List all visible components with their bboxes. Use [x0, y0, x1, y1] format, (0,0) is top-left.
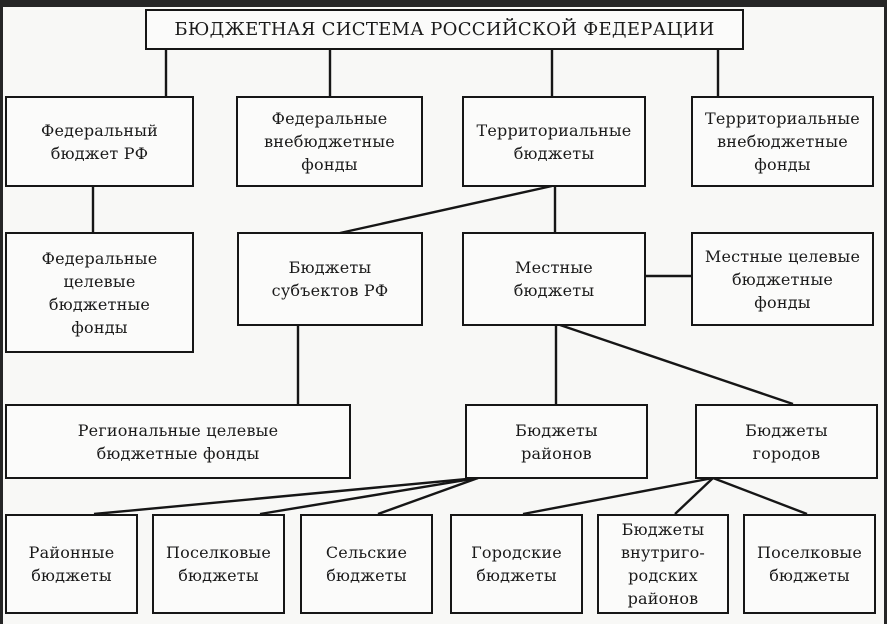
edge-districts-rayon [93, 476, 479, 516]
node-label: Районные бюджеты [28, 543, 115, 585]
edge-local-cities [559, 323, 794, 406]
node-label: Территориальные бюджеты [476, 120, 632, 163]
node-intracity-district-budgets: Бюджеты внутриго- родских районов [597, 514, 729, 614]
edge-cities-urban [522, 476, 714, 516]
node-regional-target-funds: Региональные целевые бюджетные фонды [5, 404, 351, 479]
node-label: Городские бюджеты [471, 543, 562, 585]
node-label: Местные бюджеты [513, 258, 595, 300]
node-label: Поселковые бюджеты [165, 543, 272, 585]
node-label: Бюджеты внутриго- родских районов [620, 520, 706, 608]
node-subject-budgets: Бюджеты субъектов РФ [237, 232, 423, 326]
image-frame-left [0, 0, 3, 624]
node-label: Сельские бюджеты [325, 543, 408, 585]
node-label: Федеральный бюджет РФ [41, 120, 158, 163]
edge-districts-settlement [259, 476, 479, 516]
edge-territorial-subject [339, 184, 553, 235]
node-local-target-funds: Местные целевые бюджетные фонды [691, 232, 874, 326]
node-rayon-budgets: Районные бюджеты [5, 514, 138, 614]
node-label: Бюджеты субъектов РФ [271, 258, 389, 300]
node-territorial-budgets: Территориальные бюджеты [462, 96, 646, 187]
node-label: Местные целевые бюджетные фонды [704, 246, 861, 312]
node-federal-offbudget-funds: Федеральные внебюджетные фонды [236, 96, 423, 187]
image-frame-right [884, 0, 887, 624]
node-local-budgets: Местные бюджеты [462, 232, 646, 326]
node-territorial-offbudget-funds: Территориальные внебюджетные фонды [691, 96, 874, 187]
edge-districts-rural [377, 476, 479, 516]
image-frame-top [0, 0, 887, 7]
node-urban-budgets: Городские бюджеты [450, 514, 583, 614]
node-federal-target-funds: Федеральные целевые бюджетные фонды [5, 232, 194, 353]
edge-cities-intracity [674, 477, 714, 515]
node-label: Федеральные целевые бюджетные фонды [41, 248, 158, 337]
node-label: Бюджеты районов [515, 420, 598, 463]
node-settlement-budgets-cities: Поселковые бюджеты [743, 514, 876, 614]
node-label: Поселковые бюджеты [756, 543, 863, 585]
node-district-budgets: Бюджеты районов [465, 404, 648, 479]
node-label: Территориальные внебюджетные фонды [705, 109, 860, 174]
node-label: Бюджеты городов [745, 420, 828, 463]
node-label: БЮДЖЕТНАЯ СИСТЕМА РОССИЙСКОЙ ФЕДЕРАЦИИ [174, 19, 715, 40]
node-label: Федеральные внебюджетные фонды [264, 109, 395, 174]
edge-cities-settlement [712, 476, 808, 516]
node-budget-system-title: БЮДЖЕТНАЯ СИСТЕМА РОССИЙСКОЙ ФЕДЕРАЦИИ [145, 9, 744, 50]
node-federal-budget: Федеральный бюджет РФ [5, 96, 194, 187]
node-settlement-budgets-districts: Поселковые бюджеты [152, 514, 285, 614]
node-rural-budgets: Сельские бюджеты [300, 514, 433, 614]
node-label: Региональные целевые бюджетные фонды [77, 420, 279, 463]
node-city-budgets: Бюджеты городов [695, 404, 878, 479]
